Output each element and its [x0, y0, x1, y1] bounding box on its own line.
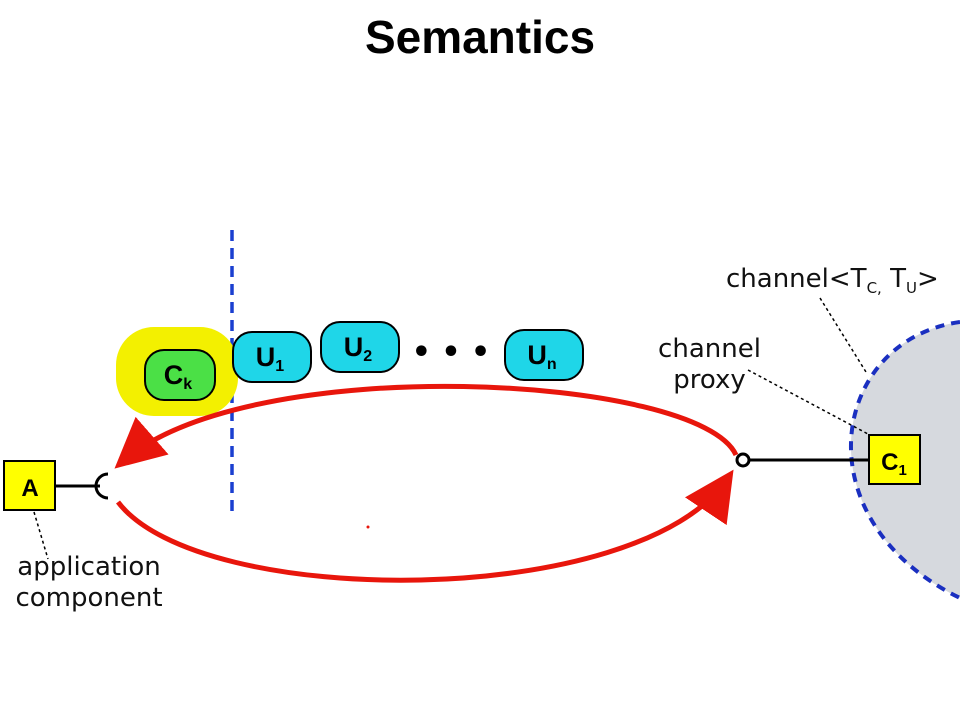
u1-main: U — [256, 342, 276, 372]
channel-border — [848, 320, 960, 600]
u1-node-label: U1 — [256, 342, 285, 375]
u2-sub: 2 — [363, 348, 372, 365]
channel-proxy-label: channel proxy — [652, 334, 767, 396]
ck-node-label: Ck — [164, 360, 193, 393]
un-node — [504, 329, 584, 381]
c1-main: C — [881, 449, 898, 476]
stray-dot — [366, 525, 370, 529]
application-socket — [94, 472, 109, 500]
channel-leader — [819, 297, 867, 373]
proxy-leader — [747, 369, 869, 435]
channel-suffix: > — [916, 264, 939, 294]
ellipsis: • • • — [412, 335, 490, 370]
ck-main: C — [164, 360, 184, 390]
application-node — [3, 460, 56, 511]
channel-sub-c: C, — [866, 279, 882, 298]
outgoing-arc — [114, 383, 739, 469]
channel-mid: T — [881, 264, 906, 294]
application-line2: component — [15, 583, 163, 614]
channel-proxy-line2: proxy — [673, 365, 746, 396]
un-sub: n — [547, 356, 557, 373]
channel-label: channel<TC, TU> — [726, 264, 939, 297]
u1-node — [232, 331, 312, 383]
c1-sub: 1 — [899, 462, 907, 479]
u2-node — [320, 321, 400, 373]
ck-sub: k — [183, 376, 192, 393]
page-title: Semantics — [364, 11, 596, 63]
channel-prefix: channel<T — [726, 264, 867, 294]
proxy-port — [735, 452, 751, 468]
application-component-label: application component — [4, 552, 174, 614]
u2-node-label: U2 — [344, 332, 373, 365]
channel-proxy-line1: channel — [658, 334, 761, 364]
ck-node — [144, 349, 216, 401]
channel-sub-u: U — [905, 279, 917, 298]
application-line1: application — [17, 552, 161, 582]
return-arc — [116, 469, 734, 583]
c1-node — [868, 434, 921, 485]
c1-node-label: C1 — [881, 449, 907, 479]
u2-main: U — [344, 332, 364, 362]
un-node-label: Un — [527, 340, 556, 373]
application-node-label: A — [21, 475, 38, 502]
u1-sub: 1 — [275, 358, 284, 375]
un-main: U — [527, 340, 547, 370]
application-leader — [33, 511, 49, 560]
